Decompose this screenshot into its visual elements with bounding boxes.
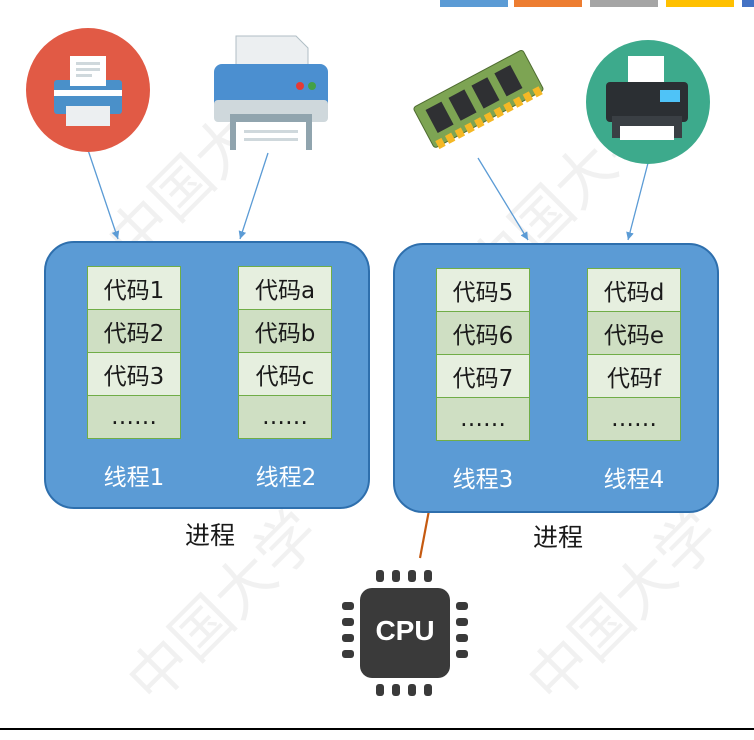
code-cell-ellipsis: …… [238, 395, 332, 439]
code-cell-ellipsis: …… [436, 397, 530, 441]
process-label-1: 进程 [184, 521, 235, 550]
code-cell: 代码c [238, 352, 332, 396]
top-tab-4 [666, 0, 734, 7]
arrow-printer2-to-thread2 [238, 152, 269, 240]
code-cell: 代码2 [87, 309, 181, 353]
code-cell: 代码6 [436, 311, 530, 355]
printer-gray-icon [214, 35, 328, 150]
thread-label-3: 线程3 [452, 467, 514, 493]
arrow-printer1-to-thread1 [87, 149, 120, 240]
code-cell: 代码3 [87, 352, 181, 396]
cpu-label: CPU [375, 615, 435, 646]
code-cell-ellipsis: …… [87, 395, 181, 439]
thread-label-2: 线程2 [255, 465, 317, 491]
arrow-fax-to-thread4 [626, 162, 649, 241]
code-cell: 代码1 [87, 266, 181, 310]
code-cell: 代码d [587, 268, 681, 312]
top-tab-2 [514, 0, 582, 7]
top-tab-5 [742, 0, 754, 7]
code-cell: 代码e [587, 311, 681, 355]
code-cell: 代码f [587, 354, 681, 398]
bottom-divider [0, 728, 754, 730]
thread-4-code-column: 代码d 代码e 代码f …… [587, 268, 681, 441]
fax-printer-teal-circle-icon [586, 40, 710, 164]
thread-label-1: 线程1 [103, 465, 165, 491]
top-tab-3 [590, 0, 658, 7]
thread-2-code-column: 代码a 代码b 代码c …… [238, 266, 332, 439]
code-cell: 代码b [238, 309, 332, 353]
code-cell: 代码a [238, 266, 332, 310]
code-cell: 代码7 [436, 354, 530, 398]
thread-1-code-column: 代码1 代码2 代码3 …… [87, 266, 181, 439]
printer-red-circle-icon [26, 28, 150, 152]
thread-label-4: 线程4 [603, 467, 665, 493]
cpu-chip-icon [342, 570, 468, 696]
code-cell: 代码5 [436, 268, 530, 312]
process-label-2: 进程 [532, 523, 583, 552]
memory-module-icon [413, 50, 544, 150]
arrow-memory-to-thread3 [477, 157, 529, 241]
code-cell-ellipsis: …… [587, 397, 681, 441]
top-tab-1 [440, 0, 508, 7]
thread-3-code-column: 代码5 代码6 代码7 …… [436, 268, 530, 441]
